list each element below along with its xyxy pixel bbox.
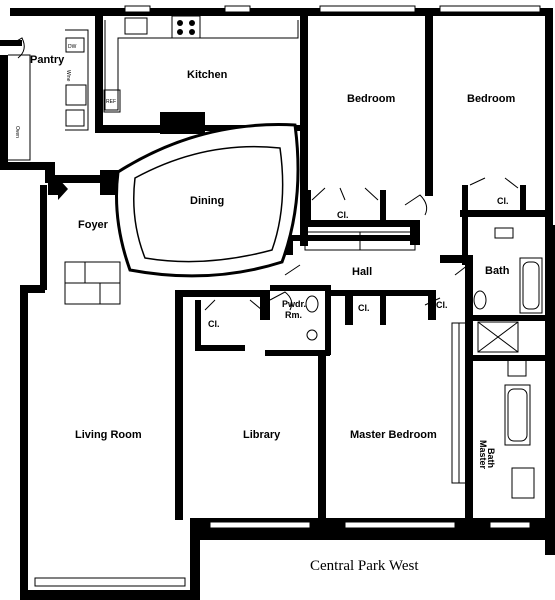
ref-label: REF (106, 99, 116, 105)
door-swings (9, 37, 519, 311)
wine-label: Wine (65, 70, 71, 82)
powder-room-label-1: Pwdr. (282, 299, 306, 309)
hall-shelves (304, 231, 416, 251)
bath-label: Bath (485, 265, 510, 277)
master-bath-label-2: Bath (486, 448, 496, 468)
closet-library-label: Cl. (208, 319, 220, 329)
living-room-label: Living Room (75, 429, 142, 441)
closet-master-label: Cl. (358, 303, 370, 313)
dining-oval (115, 123, 300, 278)
bedroom1-label: Bedroom (347, 93, 396, 105)
street-label: Central Park West (310, 558, 419, 574)
foyer-label: Foyer (78, 219, 109, 231)
windows (34, 5, 541, 587)
closet-bed2-label: Cl. (497, 196, 509, 206)
hall-label: Hall (352, 266, 372, 278)
wardrobes (451, 322, 467, 484)
pantry-fixtures (8, 29, 121, 161)
kitchen-counters (104, 15, 299, 111)
dining-label: Dining (190, 195, 224, 207)
powder-room-label-2: Rm. (285, 310, 302, 320)
bedroom2-label: Bedroom (467, 93, 516, 105)
closet-bed1-label: Cl. (337, 210, 349, 220)
oven-label: Oven (14, 126, 20, 138)
master-bath-label-1: Master (478, 440, 488, 470)
arrow-right-icon (48, 178, 68, 200)
library-label: Library (243, 429, 281, 441)
foyer-shelves (64, 261, 121, 305)
pantry-label: Pantry (30, 54, 65, 66)
closet-hall-label: Cl. (436, 300, 448, 310)
kitchen-label: Kitchen (187, 69, 228, 81)
dw-label: DW (68, 44, 77, 50)
bath-fixtures (305, 227, 543, 499)
master-bedroom-label: Master Bedroom (350, 429, 437, 441)
walls (0, 8, 555, 600)
